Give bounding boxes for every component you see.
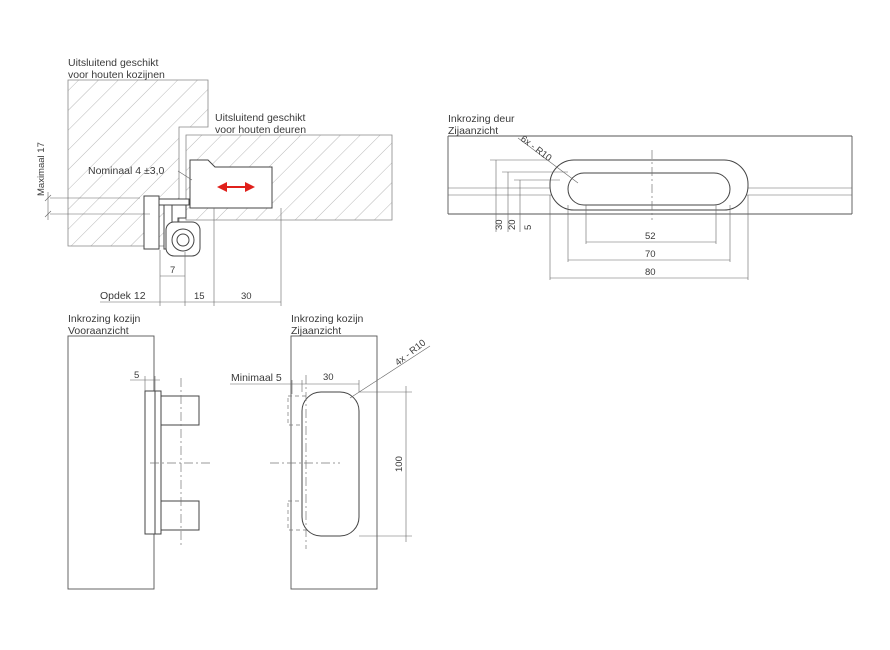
door-only-label-line1: Uitsluitend geschikt (215, 112, 306, 124)
frame-side-title-line1: Inkrozing kozijn (291, 313, 364, 325)
hinge-mounting-plate (143, 195, 160, 250)
dim-15: 15 (194, 291, 205, 302)
frame-front-outline (67, 335, 155, 590)
frame-side-slot (301, 391, 360, 537)
frame-front-plate (144, 390, 156, 535)
maximal-label: Maximaal 17 (36, 142, 47, 196)
dim-30-hinge: 30 (241, 291, 252, 302)
frame-only-label-line1: Uitsluitend geschikt (68, 57, 159, 69)
door-dim-80: 80 (645, 267, 656, 278)
minimal-label: Minimaal 5 (231, 372, 282, 384)
door-dim-20: 20 (507, 219, 518, 230)
hinge-pin-inner (176, 233, 190, 247)
hinge-body (189, 159, 273, 209)
frame-only-label-line2: voor houten kozijnen (68, 69, 165, 81)
frame-recess-side-view: Inkrozing kozijn Zijaanzicht Minimaal 5 … (230, 313, 431, 590)
frame-front-strip (154, 390, 162, 535)
hinge-arm-upper (158, 198, 190, 206)
door-dim-5: 5 (523, 225, 534, 230)
door-dim-70: 70 (645, 249, 656, 260)
door-recess-title-line2: Zijaanzicht (448, 125, 498, 137)
frame-front-dim-5: 5 (134, 370, 139, 381)
door-recess-title-line1: Inkrozing deur (448, 113, 515, 125)
frame-front-title-line2: Vooraanzicht (68, 325, 129, 337)
dim-7: 7 (170, 265, 175, 276)
nominal-label: Nominaal 4 ±3,0 (88, 165, 165, 177)
door-only-label-line2: voor houten deuren (215, 124, 306, 136)
frame-front-block-top (160, 395, 200, 426)
frame-radius-label: 4x - R10 (393, 338, 428, 369)
door-recess-side-view: Inkrozing deur Zijaanzicht 6x - R10 30 2… (447, 113, 853, 280)
frame-side-dim-30: 30 (323, 372, 334, 383)
door-dim-30: 30 (494, 219, 505, 230)
frame-side-dim-100: 100 (394, 456, 405, 472)
frame-front-title-line1: Inkrozing kozijn (68, 313, 141, 325)
door-radius-label: 6x - R10 (518, 134, 553, 164)
hinge-section-view: Uitsluitend geschikt voor houten kozijne… (36, 57, 393, 306)
frame-recess-front-view: Inkrozing kozijn Vooraanzicht 5 (67, 313, 212, 590)
frame-side-title-line2: Zijaanzicht (291, 325, 341, 337)
frame-front-block-bottom (160, 500, 200, 531)
opdek-label: Opdek 12 (100, 290, 146, 302)
door-dim-52: 52 (645, 231, 656, 242)
door-recess-inner (567, 172, 731, 206)
frame-side-outline (290, 335, 378, 590)
